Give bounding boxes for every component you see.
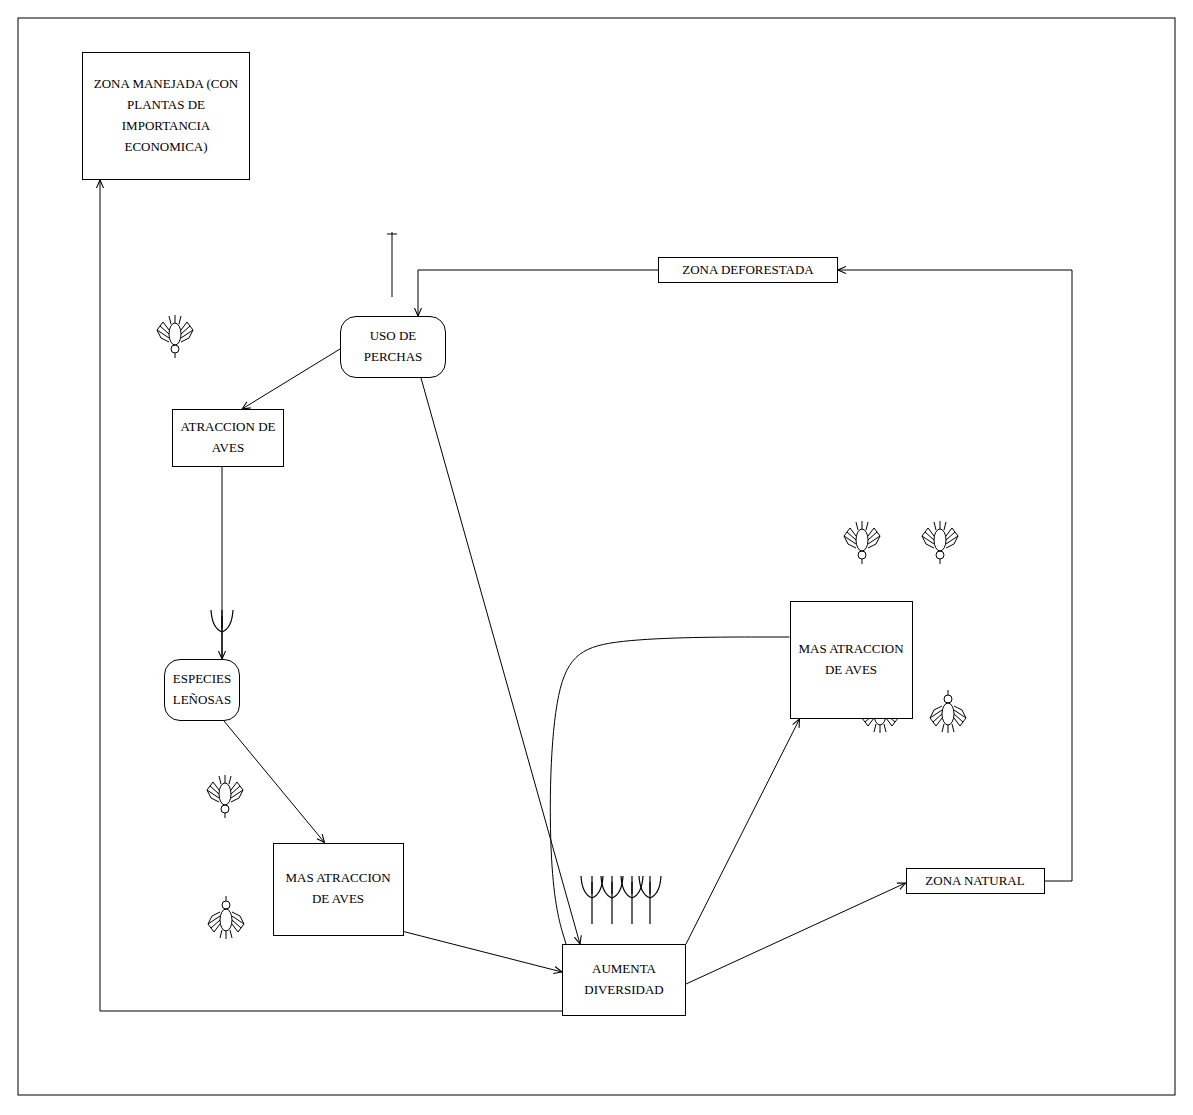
bird-icons <box>157 315 966 939</box>
process-box: AUMENTA DIVERSIDAD <box>562 944 686 1016</box>
process-box: MAS ATRACCION DE AVES <box>790 601 913 719</box>
node-label: ATRACCION DE AVES <box>179 417 277 459</box>
bird-icon <box>207 775 243 818</box>
connector-arrow <box>404 932 563 973</box>
node-label: AUMENTA DIVERSIDAD <box>569 959 679 1001</box>
plant-icon <box>639 876 661 924</box>
connector-arrow <box>686 883 906 984</box>
connector-arrow <box>550 637 789 944</box>
bird-icon <box>930 690 966 733</box>
bird-icon <box>208 896 244 939</box>
connector-arrow <box>224 721 325 843</box>
perch-symbol <box>387 232 397 297</box>
plant-icon <box>581 876 603 924</box>
node-label: ZONA DEFORESTADA <box>665 262 831 278</box>
node-label: MAS ATRACCION DE AVES <box>280 868 397 910</box>
node-label: ZONA MANEJADA (CON PLANTAS DE IMPORTANCI… <box>89 74 243 157</box>
node-label: ESPECIES LEÑOSAS <box>171 669 233 711</box>
connector-arrow <box>838 270 1072 881</box>
node-label: USO DE PERCHAS <box>347 326 439 368</box>
connector-arrow <box>242 349 340 409</box>
bird-icon <box>157 315 193 358</box>
plant-icon <box>601 876 623 924</box>
process-box: ATRACCION DE AVES <box>172 409 284 467</box>
zone-box: ZONA NATURAL <box>906 868 1045 894</box>
connector-arrow <box>100 180 562 1011</box>
connector-arrow <box>686 719 800 944</box>
process-box: MAS ATRACCION DE AVES <box>273 843 404 936</box>
connector-arrow <box>418 270 658 316</box>
connector-arrow <box>222 467 223 659</box>
node-label: ZONA NATURAL <box>913 873 1038 889</box>
process-box: ESPECIES LEÑOSAS <box>164 659 240 721</box>
zone-box: ZONA MANEJADA (CON PLANTAS DE IMPORTANCI… <box>82 52 250 180</box>
outer-frame <box>18 18 1175 1095</box>
process-box: USO DE PERCHAS <box>340 316 446 378</box>
connector-arrow <box>421 378 580 944</box>
node-label: MAS ATRACCION DE AVES <box>797 639 906 681</box>
bird-icon <box>844 521 880 564</box>
bird-icon <box>922 521 958 564</box>
zone-box: ZONA DEFORESTADA <box>658 257 838 283</box>
